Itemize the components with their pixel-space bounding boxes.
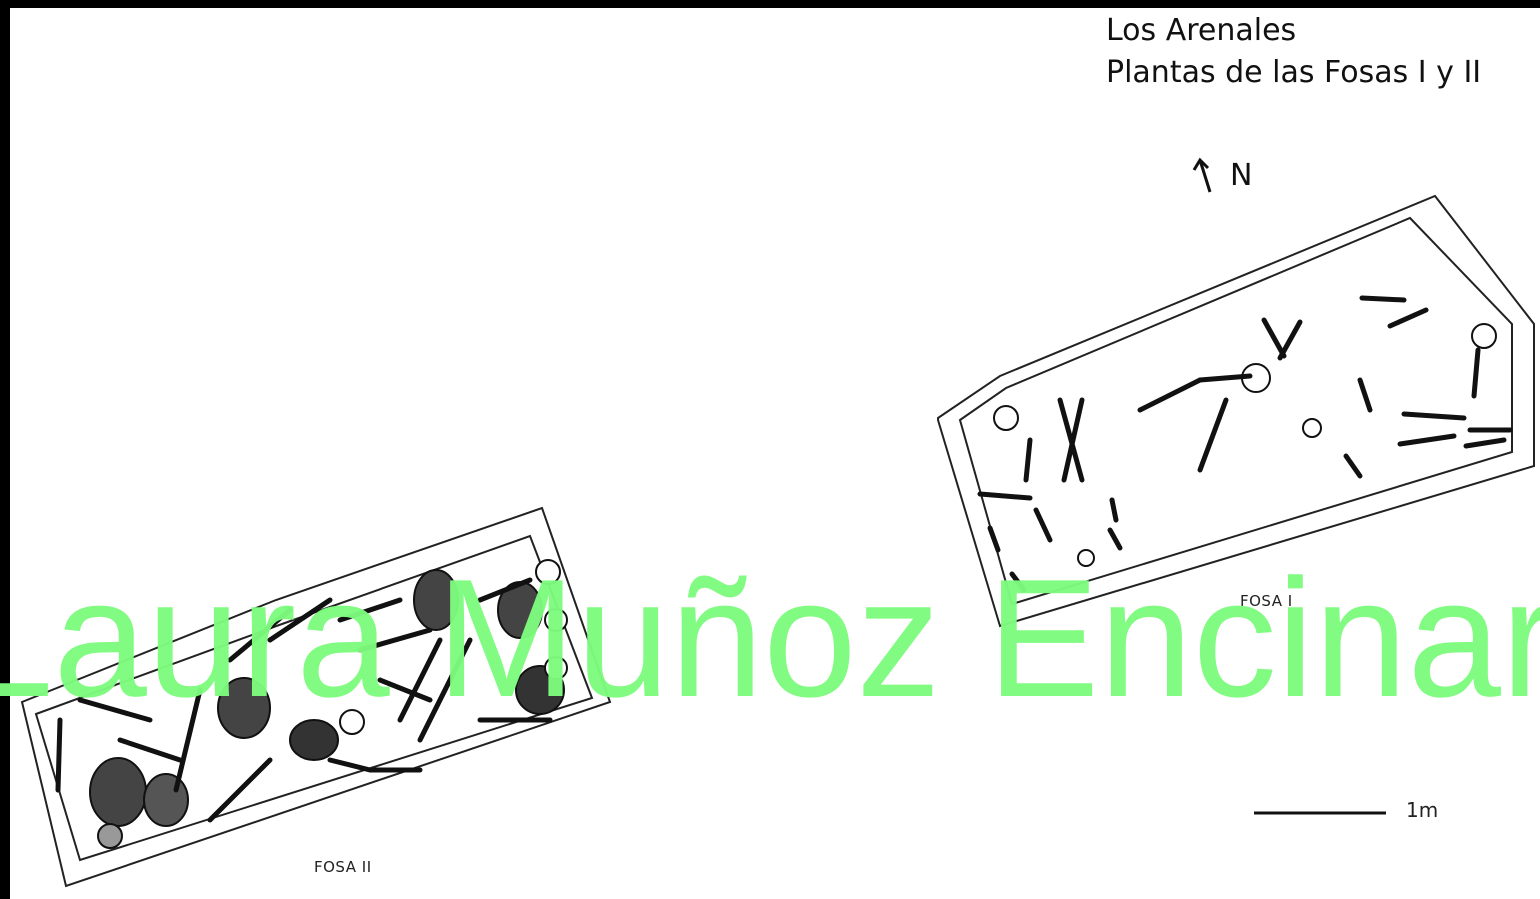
title-line-site: Los Arenales	[1106, 13, 1297, 48]
image-frame-top	[0, 0, 1540, 8]
fosa-i-remains	[977, 295, 1513, 593]
title-line-subtitle: Plantas de las Fosas I y II	[1106, 55, 1482, 90]
image-frame-left	[0, 0, 10, 899]
scale-bar-label: 1m	[1406, 798, 1439, 822]
watermark-text: Laura Muñoz Encinar	[0, 544, 1540, 732]
north-label: N	[1230, 158, 1253, 193]
fosa-i-label: FOSA I	[1240, 592, 1293, 610]
fosa-ii-outer-outline	[20, 506, 612, 888]
fosa-i-outer-outline	[937, 194, 1535, 628]
north-arrow-icon	[1192, 157, 1212, 193]
fosa-ii-label: FOSA II	[314, 858, 372, 876]
title-block: Los Arenales Plantas de las Fosas I y II	[1106, 10, 1481, 94]
fosa-i-inner-outline	[958, 216, 1513, 606]
fosa-ii-remains	[55, 559, 568, 849]
